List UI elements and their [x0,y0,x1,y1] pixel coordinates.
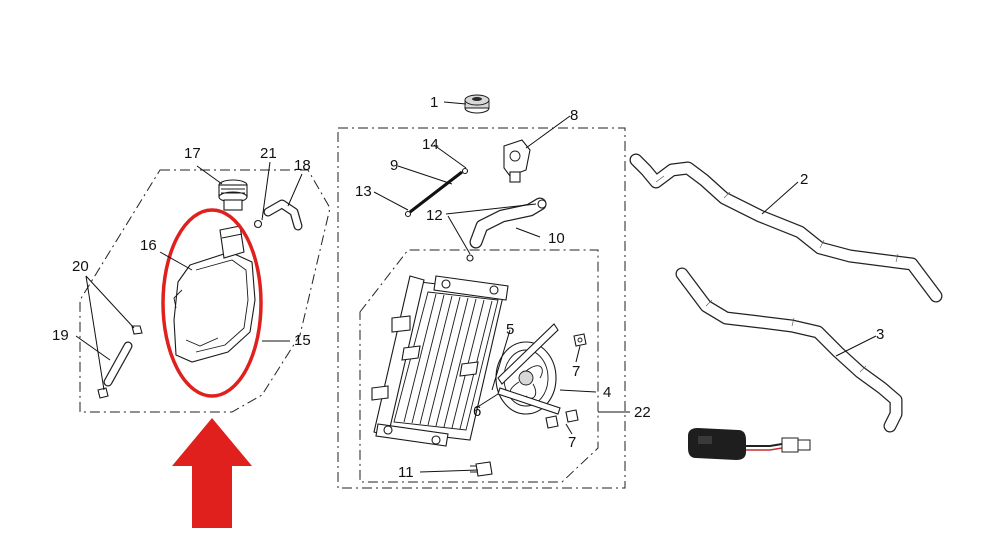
small-clamp [253,219,263,229]
callout-16: 16 [140,237,157,254]
radiator-core [371,275,509,447]
drain-tube [103,341,133,387]
callout-1: 1 [430,94,438,111]
callout-4: 4 [603,384,611,401]
highlight-ellipse [161,208,263,398]
radiator-subgroup-outline [359,249,599,483]
callout-19: 19 [52,327,69,344]
mounting-rod [404,167,469,218]
callout-22: 22 [634,404,651,421]
callout-labels: 1 2 3 4 5 6 7 7 8 9 10 11 12 13 14 15 16… [52,94,884,481]
callout-8: 8 [570,107,578,124]
top-clamp [466,254,474,262]
filler-neck [503,139,531,183]
radiator-group-outline [337,127,626,489]
radiator-group [337,94,626,489]
coolant-reservoir-tank [173,225,256,363]
callout-9: 9 [390,157,398,174]
callout-3: 3 [876,326,884,343]
callout-7a: 7 [572,363,580,380]
lower-hose-3 [675,267,903,433]
callout-12: 12 [426,207,443,224]
callout-11: 11 [398,464,414,481]
callout-17: 17 [184,145,201,162]
reservoir-group [79,169,331,413]
radiator-cap [464,94,490,114]
sensor-module-icon [688,428,811,460]
cooling-fan [495,323,561,415]
breather-elbow [263,199,303,231]
upper-hose [469,197,547,249]
drain-bolt [470,461,493,477]
callout-5: 5 [506,321,514,338]
callout-6: 6 [473,403,481,420]
hose-clips [97,325,143,399]
callout-18: 18 [294,157,311,174]
callout-20: 20 [72,258,89,275]
callout-13: 13 [355,183,372,200]
leader-lines [75,101,877,473]
fan-bolts [545,333,587,429]
up-arrow-icon [172,418,252,528]
callout-10: 10 [548,230,565,247]
reservoir-cap [218,179,248,211]
callout-2: 2 [800,171,808,188]
lower-hose-2 [629,153,943,303]
callout-14: 14 [422,136,439,153]
reservoir-group-outline [79,169,331,413]
callout-21: 21 [260,145,277,162]
callout-7b: 7 [568,434,576,451]
callout-15: 15 [294,332,311,349]
